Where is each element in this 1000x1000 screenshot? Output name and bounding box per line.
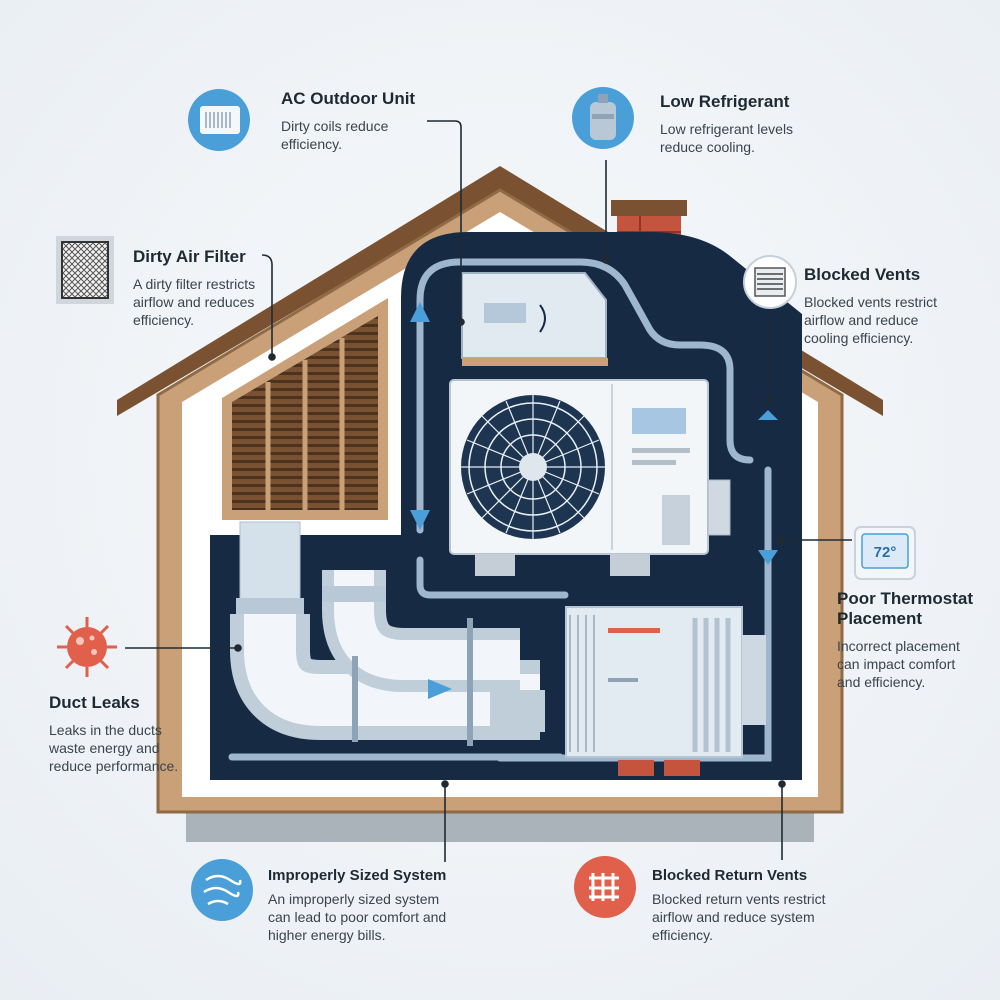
callout-description: Incorrect placement can impact comfort a…: [837, 638, 960, 690]
callout-duct-leaks: Duct Leaks Leaks in the ducts waste ener…: [49, 693, 199, 775]
callout-blocked-return-vents: Blocked Return Vents Blocked return vent…: [652, 866, 852, 944]
indoor-unit: [461, 272, 608, 366]
callout-title: Improperly Sized System: [268, 867, 447, 884]
callout-description: Leaks in the ducts waste energy and redu…: [49, 722, 179, 774]
callout-title: Blocked Return Vents: [652, 867, 808, 884]
virus-icon: [57, 617, 117, 677]
callout-description: A dirty filter restricts airflow and red…: [133, 276, 256, 328]
callout-blocked-vents: Blocked Vents Blocked vents restrict air…: [804, 265, 984, 347]
main-duct-pipes: [230, 521, 545, 746]
thermostat-icon: 72°: [854, 526, 916, 580]
air-handler: [565, 606, 766, 776]
callout-low-refrigerant: Low Refrigerant Low refrigerant levels r…: [660, 92, 880, 156]
callout-description: Low refrigerant levels reduce cooling.: [660, 121, 794, 155]
leader-lines: [125, 120, 852, 862]
airflow-swirl-icon: [191, 859, 253, 921]
callout-description: Blocked vents restrict airflow and reduc…: [804, 294, 938, 346]
thermostat-reading: 72°: [874, 544, 897, 561]
callout-poor-thermostat-placement: Poor Thermostat Placement Incorrect plac…: [837, 589, 987, 691]
callout-title: Low Refrigerant: [660, 92, 790, 111]
callout-title: Duct Leaks: [49, 693, 140, 712]
ac-condenser-unit: [449, 379, 731, 576]
vent-icon: [743, 255, 797, 309]
callout-description: Blocked return vents restrict airflow an…: [652, 891, 826, 943]
callout-description: An improperly sized system can lead to p…: [268, 891, 447, 943]
callout-title: Dirty Air Filter: [133, 247, 246, 266]
foundation: [186, 812, 814, 842]
callout-title: AC Outdoor Unit: [281, 89, 416, 108]
airflow-arrows: [410, 302, 778, 699]
callout-description: Dirty coils reduce efficiency.: [281, 118, 389, 152]
air-filter-icon: [56, 236, 114, 304]
callout-title: Blocked Vents: [804, 265, 921, 284]
ac-unit-icon: [188, 89, 250, 151]
callout-title: Poor Thermostat Placement: [837, 589, 974, 628]
callout-dirty-air-filter: Dirty Air Filter A dirty filter restrict…: [133, 247, 293, 329]
return-grille-icon: [574, 856, 636, 918]
callout-improperly-sized-system: Improperly Sized System An improperly si…: [268, 866, 468, 944]
callout-ac-outdoor-unit: AC Outdoor Unit Dirty coils reduce effic…: [281, 89, 471, 153]
dirty-filter-grille: [222, 298, 388, 520]
refrigerant-tank-icon: [572, 87, 634, 149]
